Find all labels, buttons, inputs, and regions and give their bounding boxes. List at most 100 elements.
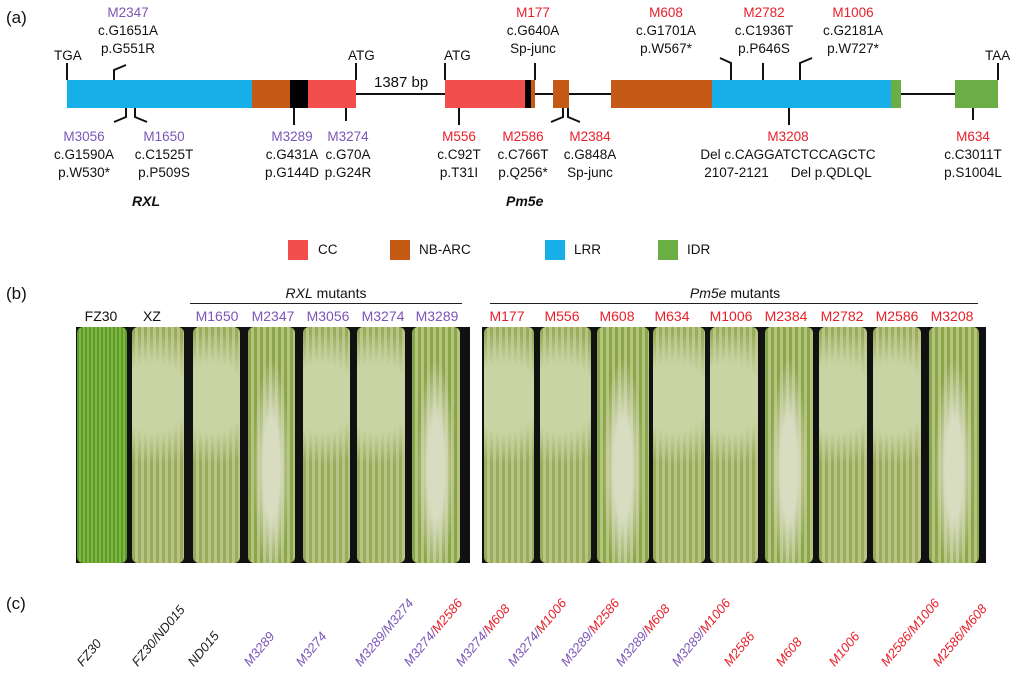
gene-structure-diagram <box>66 57 999 125</box>
leaf-label: M634 <box>654 308 690 324</box>
genotype-label-part: M3289/ <box>612 626 652 669</box>
pm5e-idr-fragment <box>891 80 901 108</box>
leaf-image <box>412 327 460 563</box>
leaf-image <box>765 327 813 563</box>
pm5e-mutants-heading: Pm5e mutants <box>689 285 781 301</box>
gene-name-rxl: RXL <box>132 193 160 209</box>
genotype-label-part: M2586 <box>720 628 758 669</box>
rxl-black-segment <box>290 80 308 108</box>
pm5e-idr-domain <box>955 80 998 108</box>
pm5e-nbarc-exon <box>553 80 569 108</box>
rxl-lrr-domain <box>67 80 252 108</box>
genotype-label: M3289 <box>241 629 278 669</box>
genotype-label-part: ND015 <box>184 628 223 669</box>
genotype-label-part: M608 <box>640 601 673 636</box>
genotype-label-part: M1006 <box>532 595 570 636</box>
leaf-label: M3056 <box>306 308 350 324</box>
genotype-label: M2586 <box>721 629 758 669</box>
genotype-label: M608 <box>773 634 805 669</box>
panel-c-label: (c) <box>6 594 26 613</box>
leaf-label: M1650 <box>195 308 239 324</box>
genotype-label-part: M3289/ <box>668 626 708 669</box>
panel-b-label: (b) <box>6 284 27 303</box>
stop-codon-tga: TGA <box>54 48 82 63</box>
mutation-tick <box>113 108 127 123</box>
legend-swatch-lrr <box>545 240 565 260</box>
genotype-label-part: M1006 <box>696 595 734 636</box>
leaf-label: XZ <box>143 308 161 324</box>
genotype-label-part: M3274/ <box>452 626 492 669</box>
stop-codon-taa: TAA <box>985 48 1011 63</box>
mutation-tick <box>799 57 813 80</box>
pm5e-lrr-domain <box>712 80 891 108</box>
legend-label-cc: CC <box>318 242 338 257</box>
pm5e-nbarc-fragment <box>531 80 535 108</box>
leaf-image <box>819 327 867 563</box>
leaf-label: M608 <box>599 308 635 324</box>
leaf-label: M2586 <box>875 308 919 324</box>
leaf-image <box>303 327 350 563</box>
leaf-label: M556 <box>544 308 580 324</box>
leaf-label: M2347 <box>251 308 295 324</box>
leaf-label: M1006 <box>709 308 753 324</box>
genotype-label-part: M3274/ <box>400 626 440 669</box>
genotype-label-part: M1006 <box>825 628 863 669</box>
leaf-label: M3208 <box>930 308 974 324</box>
genotype-label: ND015 <box>185 628 223 669</box>
leaf-image <box>132 327 184 563</box>
genotype-label-part: M2586/M608 <box>929 601 990 669</box>
mutation-tick <box>134 108 148 123</box>
legend-label-lrr: LRR <box>574 242 602 257</box>
mutation-tick <box>567 108 581 123</box>
leaf-image <box>597 327 649 563</box>
mutation-tick <box>550 108 564 123</box>
genotype-label-part: M608 <box>480 601 513 636</box>
leaf-label: M2782 <box>820 308 864 324</box>
leaf-image <box>873 327 921 563</box>
rxl-mutants-heading: RXL mutants <box>285 285 367 301</box>
leaf-image <box>929 327 979 563</box>
start-codon-pm5e: ATG <box>444 48 471 63</box>
legend-swatch-idr <box>658 240 678 260</box>
pm5e-nbarc-domain <box>611 80 712 108</box>
leaf-image <box>193 327 240 563</box>
genotype-label: M3289/M608 <box>613 601 673 669</box>
leaf-image <box>653 327 705 563</box>
leaf-label: M177 <box>489 308 525 324</box>
leaf-image <box>357 327 405 563</box>
pm5e-group-rule <box>490 303 978 304</box>
genotype-label-part: M2586 <box>428 595 466 636</box>
genotype-label-part: FZ30/ND015 <box>128 602 188 669</box>
leaf-label: FZ30 <box>84 308 118 324</box>
mutation-tick <box>719 57 732 80</box>
pm5e-black-segment <box>525 80 531 108</box>
legend-swatch-nbarc <box>390 240 410 260</box>
genotype-label: FZ30/ND015 <box>129 602 188 669</box>
legend-label-nbarc: NB-ARC <box>419 242 471 257</box>
genotype-label-part: M3274 <box>292 628 330 669</box>
genotype-label-part: M3289/ <box>557 626 597 669</box>
genotype-label: M1006 <box>826 629 863 669</box>
legend-swatch-cc <box>288 240 308 260</box>
genotype-label-part: M2586 <box>585 595 623 636</box>
leaf-image <box>710 327 758 563</box>
genotype-label: M3274 <box>293 629 330 669</box>
genotype-label: FZ30 <box>74 636 105 669</box>
panel-a-label: (a) <box>6 8 27 27</box>
start-codon-rxl: ATG <box>348 48 375 63</box>
rxl-group-rule <box>190 303 462 304</box>
leaf-image <box>484 327 534 563</box>
